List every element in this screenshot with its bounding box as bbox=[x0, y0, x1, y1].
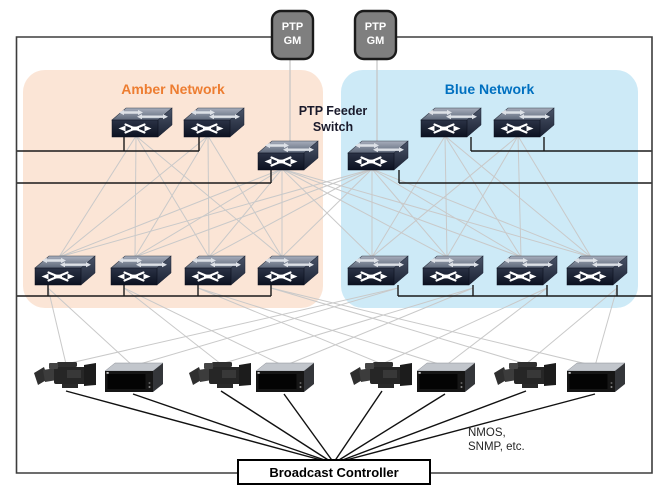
connection-line bbox=[58, 168, 373, 258]
connection-line bbox=[594, 287, 618, 367]
controller-link-line bbox=[334, 390, 383, 461]
connection-line bbox=[371, 168, 522, 258]
connection-line bbox=[134, 135, 209, 258]
server-icon bbox=[416, 362, 476, 393]
camera-icon bbox=[494, 362, 556, 388]
controller-link-line bbox=[342, 390, 527, 461]
connection-line bbox=[446, 135, 519, 258]
switch-icon bbox=[495, 254, 559, 287]
protocols-note: NMOS, SNMP, etc. bbox=[468, 427, 525, 453]
server-icon bbox=[104, 362, 164, 393]
connection-line bbox=[207, 135, 283, 258]
camera-icon bbox=[189, 362, 251, 388]
connection-line bbox=[135, 135, 210, 258]
connection-line bbox=[381, 287, 548, 365]
blue-network-label: Blue Network bbox=[444, 81, 535, 97]
switch-icon bbox=[256, 254, 320, 287]
connection-line bbox=[525, 287, 618, 365]
controller-link-line bbox=[132, 393, 325, 461]
connection-line bbox=[123, 287, 285, 367]
switch-icon bbox=[110, 106, 174, 139]
controller-link-line bbox=[65, 390, 322, 461]
ptp-gm-label: PTP GM bbox=[364, 21, 387, 47]
connection-line bbox=[371, 168, 448, 258]
connection-line bbox=[132, 287, 399, 367]
connection-line bbox=[371, 135, 446, 258]
switch-icon bbox=[565, 254, 629, 287]
server-icon bbox=[566, 362, 626, 393]
connection-line bbox=[444, 287, 548, 367]
connection-line bbox=[371, 135, 519, 258]
amber-network-label: Amber Network bbox=[121, 81, 225, 97]
connection-line bbox=[208, 168, 373, 258]
connection-line bbox=[58, 135, 137, 258]
connection-line bbox=[281, 168, 373, 258]
controller-links bbox=[65, 390, 596, 461]
connection-line bbox=[207, 135, 210, 258]
connection-line bbox=[270, 287, 596, 367]
ptp-feeder-switch-label: PTP Feeder Switch bbox=[298, 104, 368, 134]
connection-line bbox=[134, 135, 137, 258]
amber-network-region bbox=[23, 70, 323, 308]
connection-line bbox=[197, 287, 383, 365]
controller-link-line bbox=[338, 393, 446, 461]
connection-line bbox=[270, 287, 527, 365]
switch-icon bbox=[33, 254, 97, 287]
ptp-gm-box-right: PTP GM bbox=[355, 11, 396, 59]
connection-line bbox=[134, 168, 373, 258]
server-icon bbox=[255, 362, 315, 393]
ptp-gm-label: PTP GM bbox=[281, 21, 304, 47]
connection-line bbox=[220, 287, 474, 365]
switch-icon bbox=[183, 254, 247, 287]
mesh-links bbox=[47, 59, 618, 367]
network-regions bbox=[23, 70, 638, 308]
connection-line bbox=[281, 168, 448, 258]
switch-icon bbox=[109, 254, 173, 287]
connection-line bbox=[444, 135, 592, 258]
blue-network-region bbox=[341, 70, 638, 308]
connection-line bbox=[444, 135, 448, 258]
connection-line bbox=[47, 287, 134, 367]
connection-line bbox=[283, 287, 474, 367]
broadcast-controller-label: Broadcast Controller bbox=[269, 464, 399, 480]
ptp-gm-box-left: PTP GM bbox=[272, 11, 313, 59]
controller-link-line bbox=[283, 393, 333, 461]
connection-line bbox=[517, 135, 592, 258]
connection-line bbox=[123, 287, 222, 365]
switch-icon bbox=[492, 106, 556, 139]
connection-line bbox=[58, 135, 209, 258]
switch-icon bbox=[346, 139, 410, 172]
ptp-gm-shape bbox=[353, 9, 398, 61]
switch-icon bbox=[421, 254, 485, 287]
ptp-gm-shape bbox=[270, 9, 315, 61]
controller-link-line bbox=[346, 393, 596, 461]
camera-icon bbox=[350, 362, 412, 388]
connection-line bbox=[47, 287, 67, 365]
controller-link-line bbox=[220, 390, 329, 461]
connection-line bbox=[197, 287, 446, 367]
connection-line bbox=[65, 287, 399, 365]
switch-icon bbox=[182, 106, 246, 139]
switch-icon bbox=[256, 139, 320, 172]
camera-icon bbox=[34, 362, 96, 388]
switch-icon bbox=[419, 106, 483, 139]
switch-icon bbox=[346, 254, 410, 287]
device-icons bbox=[33, 9, 629, 393]
broadcast-controller-box: Broadcast Controller bbox=[237, 459, 431, 485]
connection-line bbox=[281, 168, 522, 258]
